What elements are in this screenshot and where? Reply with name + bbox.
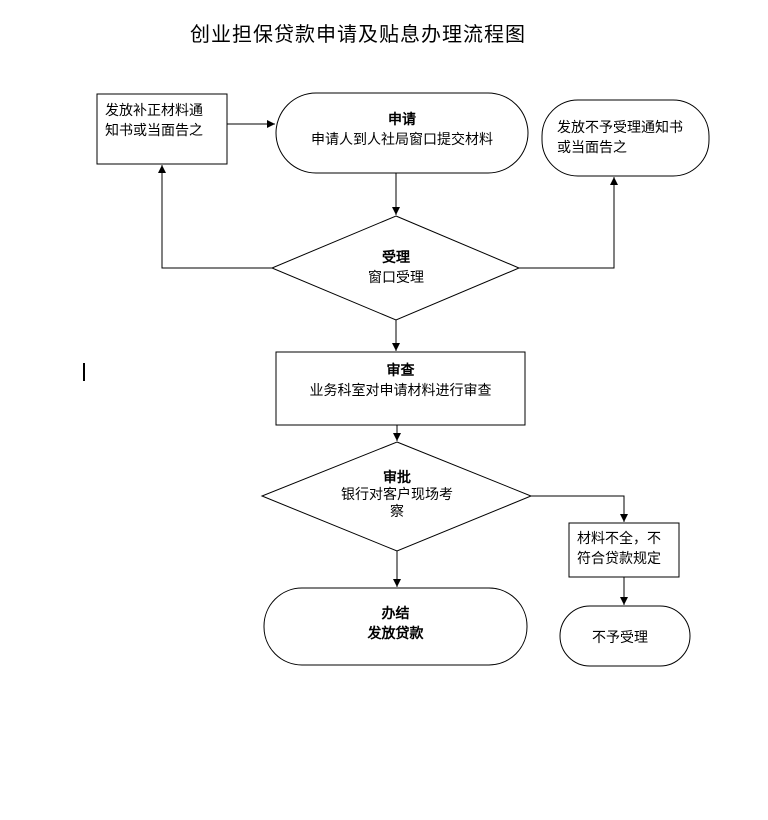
apply-text: 申请 申请人到人社局窗口提交材料 — [311, 112, 493, 148]
complete-box — [263, 587, 528, 666]
reject-notice-box — [541, 99, 710, 177]
reject-notice-text: 发放不予受理通知书 或当面告之 — [557, 120, 683, 156]
supplement-notice-text: 发放补正材料通 知书或当面告之 — [105, 103, 203, 139]
complete-text: 办结 发放贷款 — [367, 606, 424, 642]
not-accepted-box — [559, 605, 691, 667]
review-text: 审查 业务科室对申请材料进行审查 — [309, 363, 492, 399]
arrow-accept-to-reject — [519, 177, 618, 269]
page-title: 创业担保贷款申请及贴息办理流程图 — [190, 22, 526, 46]
arrow-accept-to-supplement — [158, 165, 272, 269]
supplement-notice-box — [96, 93, 228, 165]
approve-text: 审批 银行对客户现场考 察 — [341, 470, 453, 520]
arrow-approve-to-incomplete — [531, 495, 628, 522]
accept-text: 受理 窗口受理 — [368, 250, 424, 286]
incomplete-text: 材料不全，不 符合贷款规定 — [577, 531, 661, 567]
not-accepted-text: 不予受理 — [592, 630, 648, 646]
text-cursor — [83, 363, 85, 381]
review-box — [275, 351, 526, 426]
apply-box — [275, 92, 529, 174]
